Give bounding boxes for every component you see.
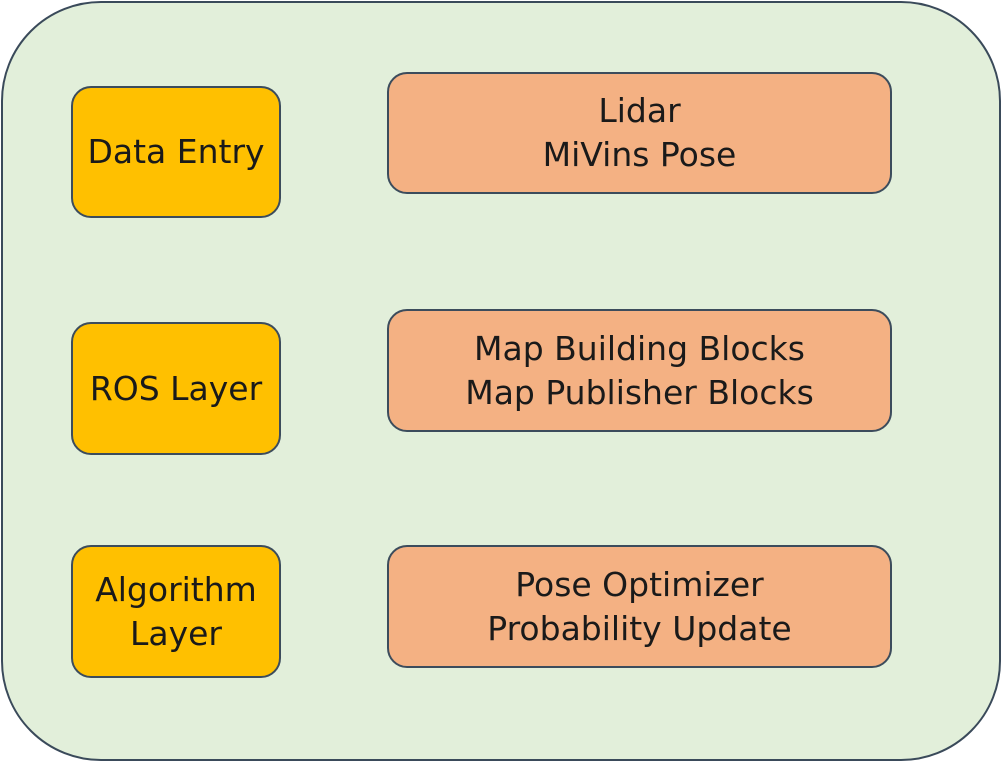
component-line: MiVins Pose xyxy=(542,135,737,174)
component-box-ros-layer: Map Building Blocks Map Publisher Blocks xyxy=(387,309,892,432)
component-line: Map Publisher Blocks xyxy=(465,372,814,412)
component-line: Lidar xyxy=(598,91,681,130)
component-line: Pose Optimizer xyxy=(515,564,764,604)
layer-box-algorithm-layer: Algorithm Layer xyxy=(71,545,281,678)
layer-box-data-entry: Data Entry xyxy=(71,86,281,218)
component-line: Map Building Blocks xyxy=(474,328,805,368)
component-box-data-entry: Lidar MiVins Pose xyxy=(387,72,892,194)
layer-label: Data Entry xyxy=(87,132,265,171)
layer-label: Algorithm xyxy=(95,569,257,609)
layer-label: Layer xyxy=(129,613,222,653)
component-line: Probability Update xyxy=(487,608,792,648)
layer-label: ROS Layer xyxy=(89,368,263,408)
layer-box-ros-layer: ROS Layer xyxy=(71,322,281,455)
component-box-algorithm-layer: Pose Optimizer Probability Update xyxy=(387,545,892,668)
